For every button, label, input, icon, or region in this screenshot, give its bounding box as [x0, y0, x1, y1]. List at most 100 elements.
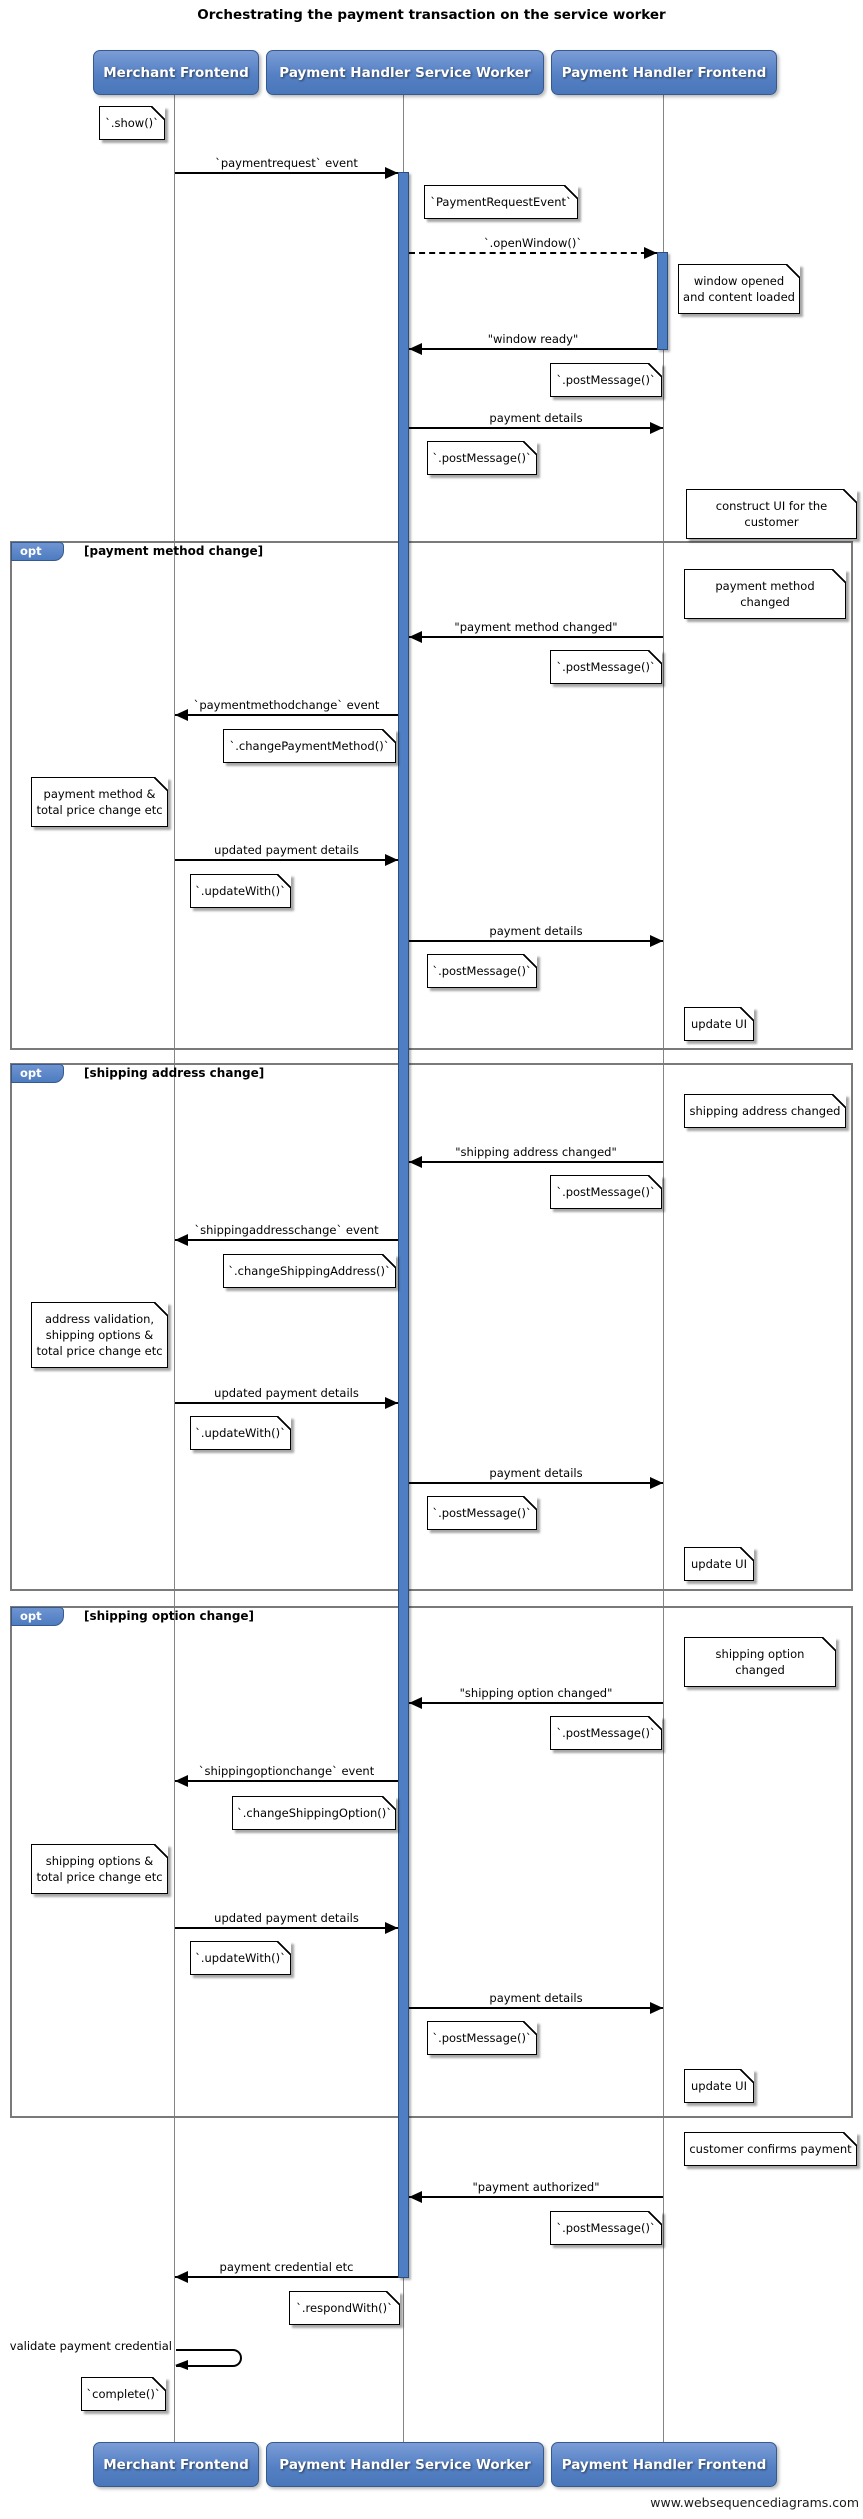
message-payment-details-3: payment details: [409, 1464, 663, 1489]
actor-merchant-frontend-top: Merchant Frontend: [93, 50, 259, 95]
lifeline-payment-handler-frontend: [663, 93, 664, 2442]
note-post-message: `.postMessage()`: [427, 441, 537, 475]
opt-fragment-shipping-option-change: opt [shipping option change]: [10, 1606, 853, 2118]
note-post-message: `.postMessage()`: [550, 1716, 662, 1750]
message-validate-payment-credential: validate payment credential: [9, 2339, 172, 2353]
message-line: [409, 2007, 663, 2009]
note-change-payment-method: `.changePaymentMethod()`: [223, 729, 396, 763]
note-update-with: `.updateWith()`: [190, 1941, 291, 1975]
message-line: [409, 252, 657, 254]
opt-condition: [shipping address change]: [84, 1066, 265, 1080]
opt-condition: [payment method change]: [84, 544, 264, 558]
message-label: `paymentrequest` event: [215, 156, 358, 170]
arrowhead-icon: [385, 1397, 398, 1409]
note-shipping-address-changed: shipping address changed: [684, 1094, 846, 1128]
message-payment-details-2: payment details: [409, 922, 663, 947]
note-payment-request-event: `PaymentRequestEvent`: [424, 185, 578, 219]
arrowhead-icon: [175, 2271, 188, 2283]
message-label: payment details: [489, 924, 583, 938]
message-label: "shipping address changed": [455, 1145, 617, 1159]
note-payment-method-changed: payment method changed: [684, 569, 846, 619]
arrowhead-icon: [409, 2191, 422, 2203]
message-label: updated payment details: [214, 843, 359, 857]
message-label: "payment authorized": [472, 2180, 600, 2194]
message-line: [409, 427, 663, 429]
message-open-window: `.openWindow()`: [409, 234, 657, 259]
message-updated-payment-details-2: updated payment details: [175, 1384, 398, 1409]
message-line: [409, 940, 663, 942]
message-paymentrequest-event: `paymentrequest` event: [175, 154, 398, 179]
message-payment-details-1: payment details: [409, 409, 663, 434]
note-window-opened: window opened and content loaded: [678, 264, 800, 314]
message-window-ready: "window ready": [409, 330, 657, 355]
note-payment-method-total-price: payment method & total price change etc: [31, 777, 168, 827]
arrowhead-icon: [385, 167, 398, 179]
note-address-validation: address validation, shipping options & t…: [31, 1302, 168, 1368]
arrowhead-icon: [650, 2002, 663, 2014]
message-line: [409, 2196, 663, 2198]
arrowhead-icon: [409, 1697, 422, 1709]
message-line: [409, 636, 663, 638]
note-customer-confirms-payment: customer confirms payment: [684, 2132, 857, 2166]
message-paymentmethodchange-event: `paymentmethodchange` event: [175, 696, 398, 721]
message-line: [175, 172, 398, 174]
actor-payment-handler-frontend-top: Payment Handler Frontend: [551, 50, 777, 95]
note-post-message: `.postMessage()`: [550, 1175, 662, 1209]
message-payment-method-changed: "payment method changed": [409, 618, 663, 643]
message-line: [175, 1402, 398, 1404]
arrowhead-icon: [409, 343, 422, 355]
arrowhead-icon: [644, 247, 657, 259]
actor-service-worker-top: Payment Handler Service Worker: [266, 50, 544, 95]
lifeline-merchant-frontend: [174, 93, 175, 2442]
activation-payment-handler-frontend: [657, 252, 668, 350]
activation-service-worker: [398, 172, 409, 2278]
note-complete: `complete()`: [81, 2377, 166, 2411]
arrowhead-icon: [409, 1156, 422, 1168]
arrowhead-icon: [409, 631, 422, 643]
note-post-message: `.postMessage()`: [550, 363, 662, 397]
message-line: [175, 1780, 398, 1782]
actor-service-worker-bottom: Payment Handler Service Worker: [266, 2442, 544, 2487]
message-label: "shipping option changed": [459, 1686, 613, 1700]
arrowhead-icon: [385, 854, 398, 866]
message-payment-details-4: payment details: [409, 1989, 663, 2014]
message-shipping-option-changed: "shipping option changed": [409, 1684, 663, 1709]
message-label: `shippingoptionchange` event: [198, 1764, 375, 1778]
message-label: payment details: [489, 1991, 583, 2005]
message-label: payment credential etc: [219, 2260, 354, 2274]
message-shippingoptionchange-event: `shippingoptionchange` event: [175, 1762, 398, 1787]
arrowhead-icon: [650, 935, 663, 947]
arrowhead-icon: [385, 1922, 398, 1934]
arrowhead-icon: [175, 1234, 188, 1246]
message-label: payment details: [489, 411, 583, 425]
message-label: "window ready": [487, 332, 579, 346]
message-label: payment details: [489, 1466, 583, 1480]
arrowhead-icon: [650, 422, 663, 434]
note-show: `.show()`: [99, 106, 165, 140]
note-post-message: `.postMessage()`: [427, 1496, 537, 1530]
message-line: [175, 1927, 398, 1929]
message-line: [409, 1161, 663, 1163]
message-updated-payment-details-3: updated payment details: [175, 1909, 398, 1934]
note-update-ui: update UI: [684, 1007, 754, 1041]
arrowhead-icon: [650, 1477, 663, 1489]
message-updated-payment-details-1: updated payment details: [175, 841, 398, 866]
message-line: [409, 348, 657, 350]
actor-merchant-frontend-bottom: Merchant Frontend: [93, 2442, 259, 2487]
arrowhead-icon: [175, 709, 188, 721]
note-update-ui: update UI: [684, 1547, 754, 1581]
opt-fragment-payment-method-change: opt [payment method change]: [10, 541, 853, 1050]
message-label: `paymentmethodchange` event: [193, 698, 380, 712]
message-line: [409, 1482, 663, 1484]
message-label: `.openWindow()`: [483, 236, 583, 250]
opt-label: opt: [11, 1607, 64, 1626]
message-label: `shippingaddresschange` event: [194, 1223, 379, 1237]
actor-payment-handler-frontend-bottom: Payment Handler Frontend: [551, 2442, 777, 2487]
diagram-title: Orchestrating the payment transaction on…: [197, 7, 666, 23]
opt-label: opt: [11, 542, 64, 561]
note-construct-ui: construct UI for the customer: [686, 489, 857, 539]
message-label: "payment method changed": [454, 620, 618, 634]
message-payment-authorized: "payment authorized": [409, 2178, 663, 2203]
message-shippingaddresschange-event: `shippingaddresschange` event: [175, 1221, 398, 1246]
